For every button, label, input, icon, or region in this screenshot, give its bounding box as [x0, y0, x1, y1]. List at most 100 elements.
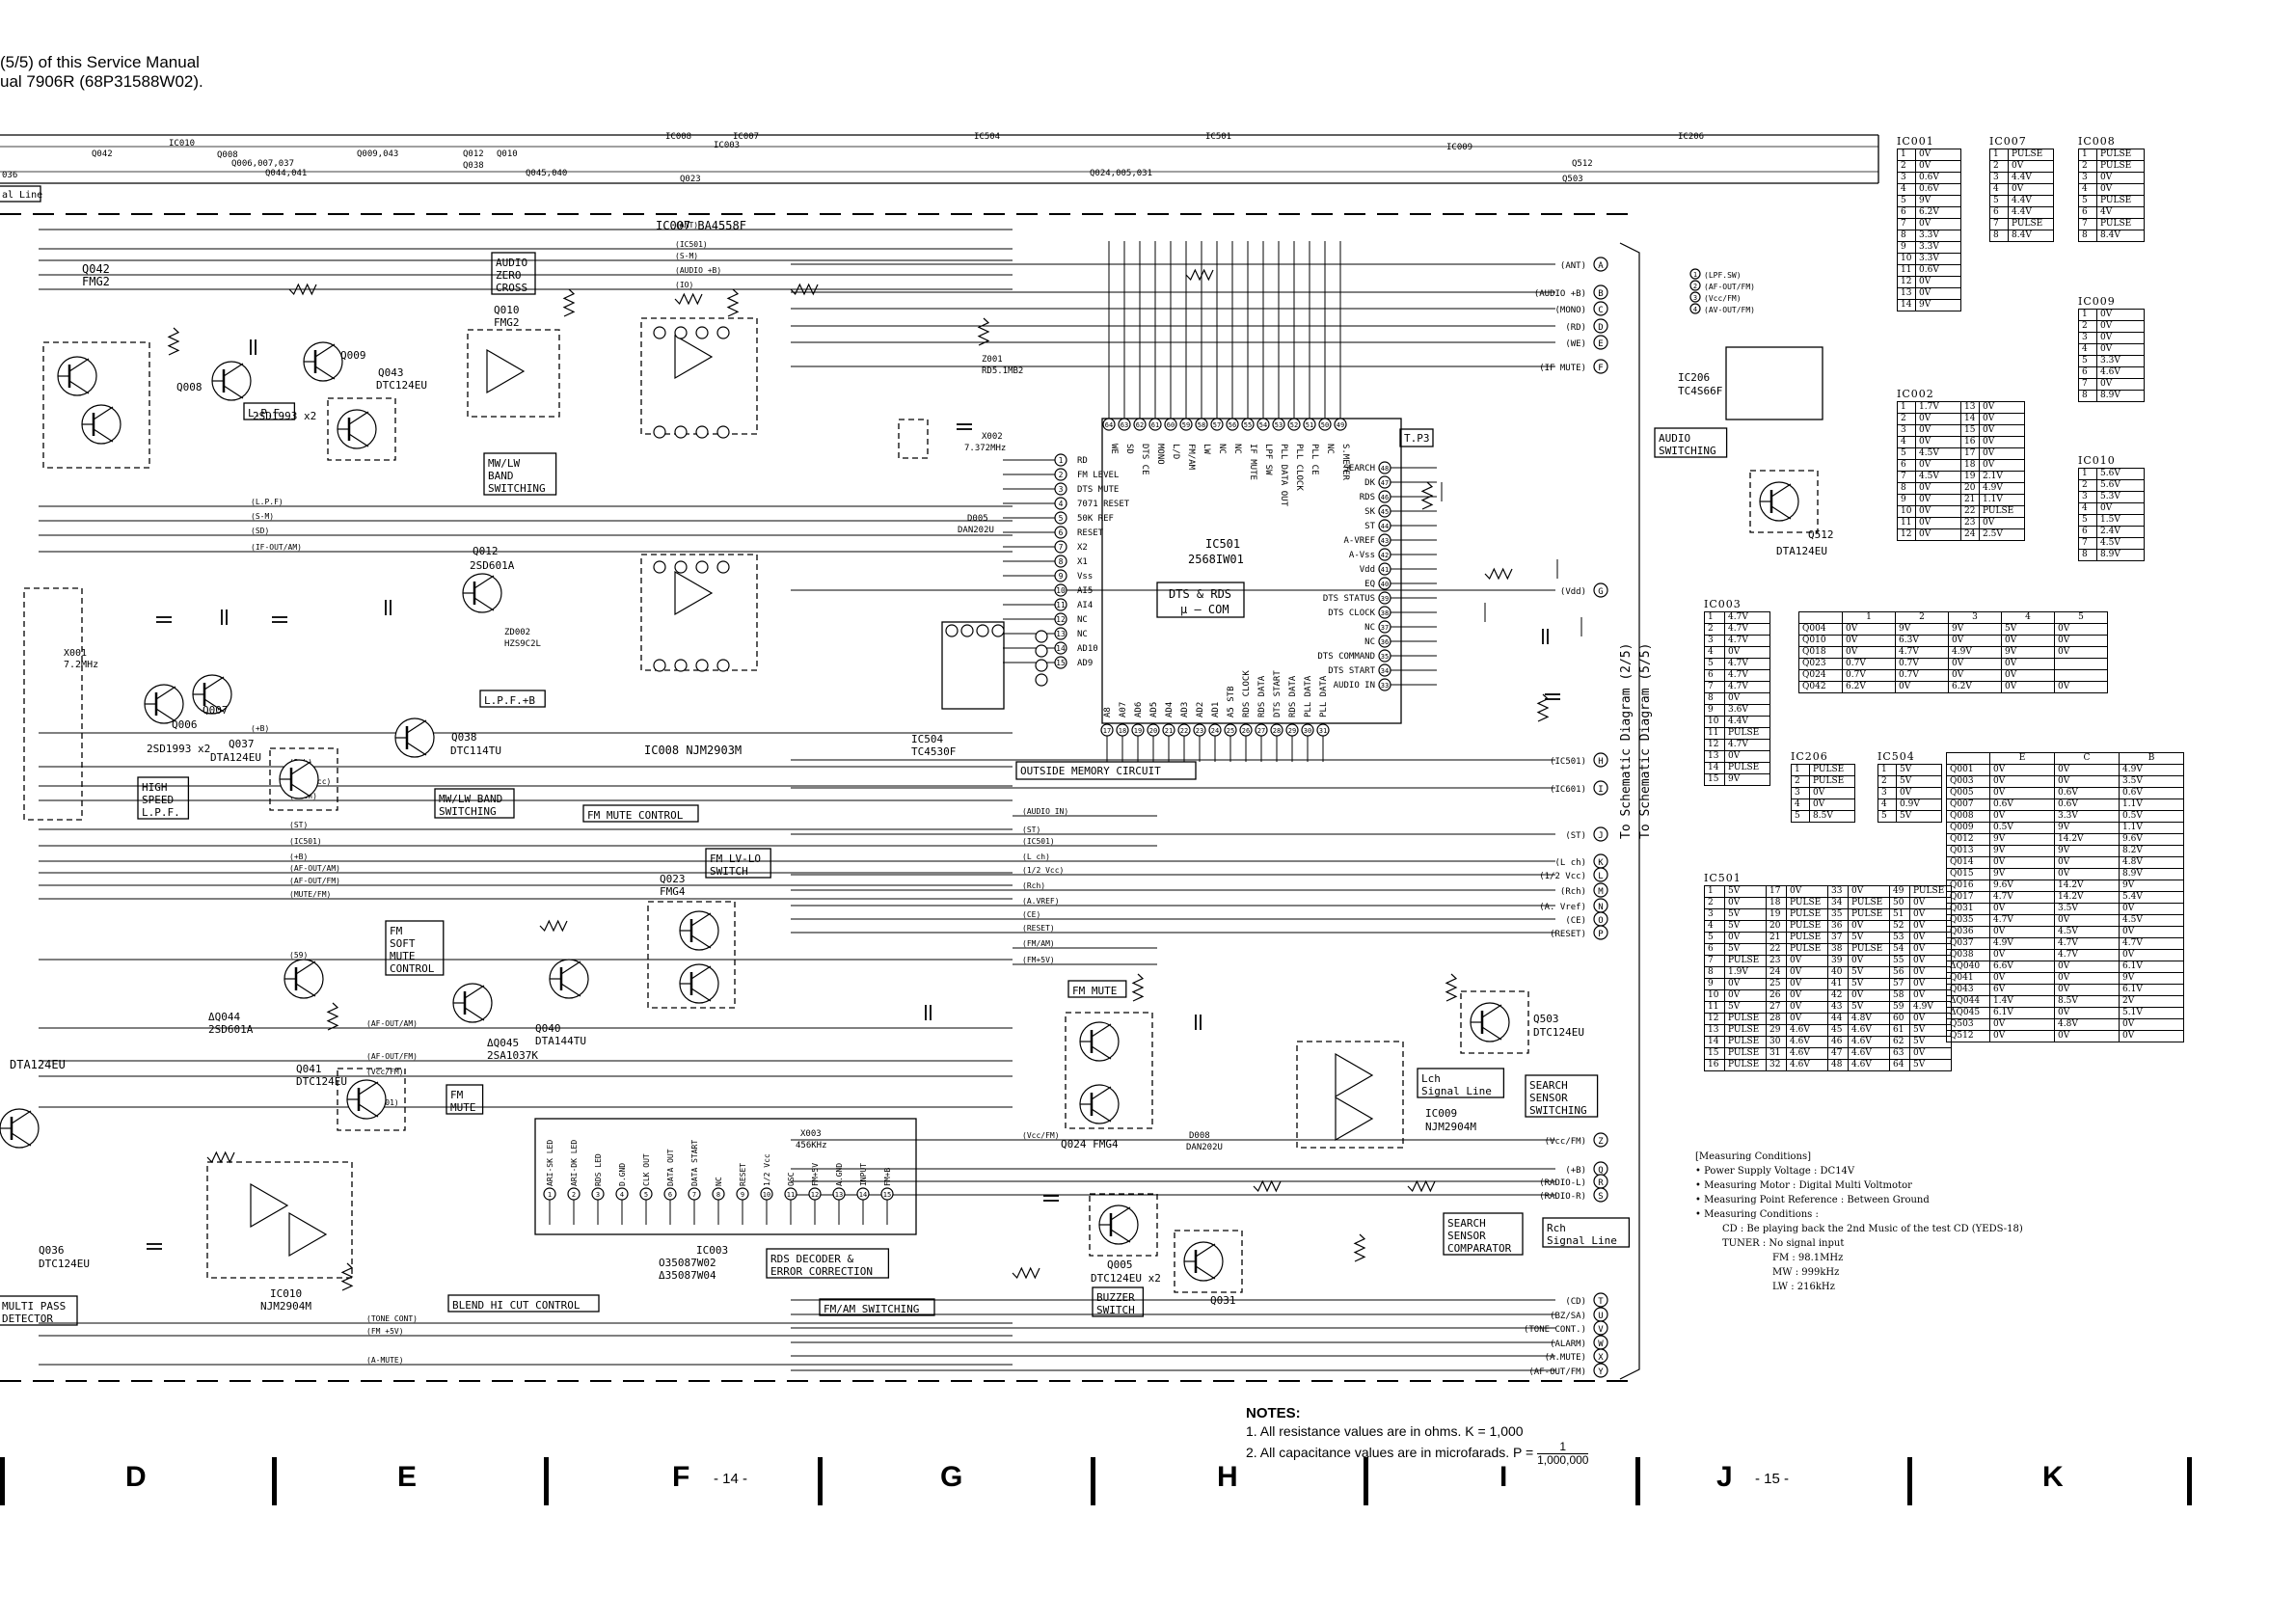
ic504-pin — [1035, 673, 1048, 687]
table-cell: 5V — [2001, 623, 2055, 636]
table-cell: 5V — [1724, 885, 1767, 898]
table-cell: 16 — [1704, 1059, 1725, 1071]
ic501-pin-label: A5 STB — [1227, 686, 1236, 717]
ic501-pin-label: A07 — [1119, 702, 1128, 717]
q024-frame — [1065, 1012, 1153, 1129]
table-cell: Q001 — [1946, 764, 1990, 776]
q037-transistor-lead — [290, 783, 311, 798]
table-cell: 4.6V — [2096, 366, 2145, 379]
table-cell: 0V — [1915, 149, 1961, 161]
ic501-pin-label: RDS DATA — [1257, 675, 1267, 717]
table-cell: 1 — [1704, 885, 1725, 898]
mw-lw-band: MW/LW — [488, 457, 520, 470]
table-cell: 6.2V — [1842, 681, 1896, 693]
q043-part: DTC124EU — [376, 379, 427, 392]
ic003-pin-label: ARI-DK LED — [570, 1140, 579, 1186]
q042-transistor-lead — [93, 406, 114, 420]
connector-C — [1593, 301, 1608, 316]
top-bar-ref: IC007 — [733, 132, 759, 142]
outside-memory-box — [1015, 761, 1197, 780]
q043-transistor-frame — [327, 397, 396, 461]
table-cell: 9V — [2119, 880, 2184, 892]
ic007-pin — [674, 326, 688, 339]
q040-part: DTA144TU — [535, 1035, 586, 1047]
z001-label: Z001 — [982, 355, 1003, 365]
table-cell: 9V — [1915, 195, 1961, 207]
table-cell: 0V — [2054, 1007, 2120, 1019]
ic501-pin-label: DTS START — [1273, 670, 1283, 717]
table-cell — [2054, 658, 2108, 670]
table-cell: 5 — [1704, 658, 1725, 670]
q037-label: Q037 — [229, 738, 255, 750]
table-cell: 9V — [2001, 646, 2055, 659]
table-cell: 0V — [1848, 885, 1890, 898]
measuring-line: • Measuring Conditions : — [1695, 1209, 1819, 1220]
table-cell: PULSE — [1724, 1047, 1767, 1060]
table-cell: 4.9V — [1948, 646, 2002, 659]
table-cell: 0V — [2119, 949, 2184, 961]
table-cell: 5 — [1704, 932, 1725, 944]
pin-number: 14 — [859, 1191, 867, 1199]
connector-letter: Z — [1598, 1137, 1604, 1147]
pin-number: 57 — [1213, 421, 1221, 429]
table-cell: 0V — [2119, 926, 2184, 938]
top-bar-ref: Q012 — [463, 149, 484, 159]
connector-label: (ANT) — [1560, 261, 1586, 271]
table-cell: 2 — [1897, 413, 1916, 425]
table-cell: 4 — [1897, 183, 1916, 196]
ic501-pin-label: AI5 — [1077, 586, 1093, 596]
connector-label: (RESET) — [1550, 930, 1586, 939]
fm-mute-control: FM MUTE CONTROL — [587, 809, 684, 822]
ic501-pin-label: WE — [1109, 444, 1119, 454]
grid-divider — [0, 1457, 5, 1505]
pin-number: 44 — [1381, 523, 1389, 530]
ic003-pin-label: DATA OUT — [666, 1149, 675, 1186]
table-cell: 0V — [1786, 966, 1828, 979]
table-cell: 9V — [1915, 299, 1961, 311]
table-cell: 50 — [1889, 897, 1910, 909]
table-cell: 0V — [2096, 320, 2145, 333]
multi-pass-detector-box — [0, 1295, 78, 1326]
high-speed-lpf: HIGH — [142, 781, 168, 794]
q023-transistor-lead — [690, 988, 712, 1002]
connector-label: (MONO) — [1554, 306, 1586, 315]
table-header-cell: 4 — [2001, 611, 2055, 624]
table-cell: 0V — [1786, 1013, 1828, 1025]
connector-label: (CE) — [1565, 916, 1586, 926]
grid-divider — [1907, 1457, 1912, 1505]
table-header-cell — [1946, 752, 1990, 765]
top-bar-ref: IC010 — [169, 139, 195, 149]
ic007-pin — [695, 326, 709, 339]
table-cell: 4.8V — [2054, 1018, 2120, 1031]
q006-label: Q006 — [172, 718, 198, 731]
table-cell: 2.5V — [1979, 528, 2025, 541]
q006-transistor-lead — [155, 708, 176, 722]
top-bar-ref: IC206 — [1678, 132, 1704, 142]
connector-D — [1593, 318, 1608, 334]
q012-part: 2SD601A — [470, 559, 515, 572]
table-cell: 1 — [2078, 309, 2097, 321]
table-cell: 14 — [1704, 1036, 1725, 1048]
q512-transistor-lead — [1770, 483, 1792, 498]
left-transistor-lead — [11, 1132, 32, 1147]
q005-label: Q005 — [1107, 1259, 1133, 1271]
resistor — [539, 919, 568, 933]
bus-label: (Vcc/FM) — [1022, 1131, 1060, 1140]
table-cell: 4.7V — [2054, 949, 2120, 961]
table-cell: 0V — [2054, 775, 2120, 788]
table-cell: 6 — [1897, 459, 1916, 472]
q043-transistor-lead — [348, 411, 369, 425]
q038-transistor-lead — [406, 742, 427, 756]
ic504-pin — [1035, 659, 1048, 672]
